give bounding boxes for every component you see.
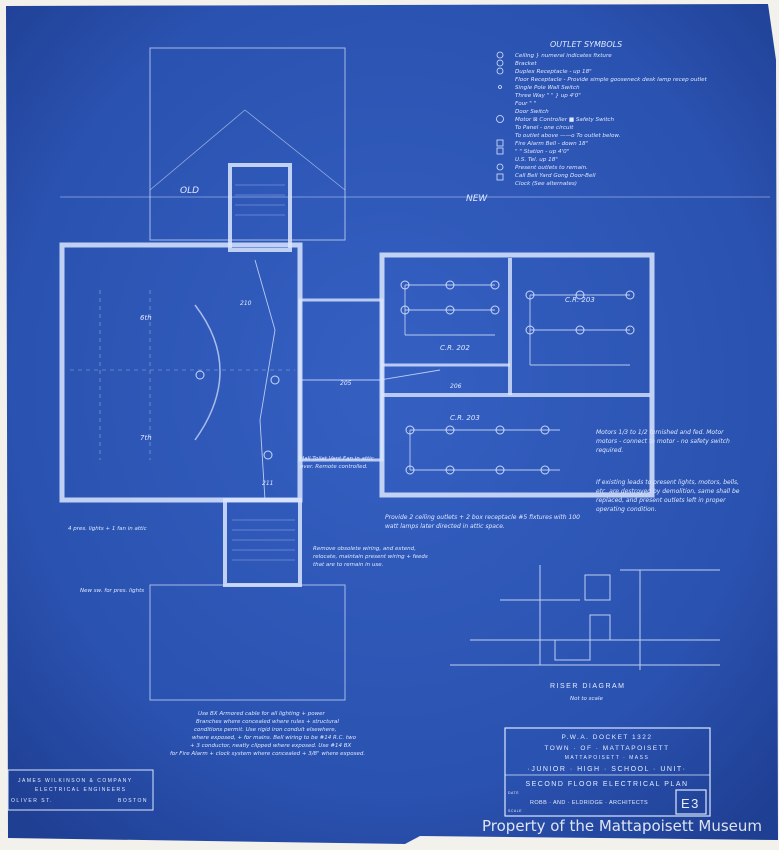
legend-item: Door Switch bbox=[515, 109, 549, 115]
legend-item: Three Way " " } up 4'0" bbox=[515, 93, 581, 99]
note-attic: 4 pres. lights + 1 fan in attic bbox=[68, 526, 147, 532]
note-cable-line: for Fire Alarm + clock system where conc… bbox=[170, 751, 365, 757]
old-building-outline bbox=[149, 47, 346, 241]
paper bbox=[6, 4, 778, 844]
legend-item: Motor ⊠ Controller ■ Safety Switch bbox=[515, 117, 615, 123]
legend-item: Duplex Receptacle - up 18" bbox=[515, 69, 592, 75]
note-remove: Remove obsolete wiring, and extend, relo… bbox=[313, 546, 428, 568]
note-cable-line: Branches where concealed where rules + s… bbox=[196, 719, 339, 725]
legend-item: To Panel - one circuit bbox=[515, 125, 574, 131]
room-label: 206 bbox=[450, 383, 462, 390]
title-block-border bbox=[504, 727, 711, 817]
right-wing bbox=[379, 252, 655, 498]
note-toilet-fan: Hall Toilet Vent Fan in attic over. Remo… bbox=[300, 456, 374, 470]
room-label: 6th bbox=[140, 314, 152, 322]
legend-item: Floor Receptacle - Provide simple goosen… bbox=[515, 77, 708, 83]
room-label: 210 bbox=[240, 300, 252, 307]
upper-stair bbox=[228, 163, 292, 252]
legend-item: Clock (See alternates) bbox=[515, 181, 577, 187]
engineer-title: ELECTRICAL ENGINEERS bbox=[35, 787, 127, 793]
engineer-city: BOSTON bbox=[118, 798, 148, 804]
floor-plan bbox=[7, 47, 770, 817]
legend-item: Ceiling } numeral indicates fixture bbox=[515, 53, 612, 59]
room-label: C.R. 203 bbox=[565, 296, 595, 304]
legend-item: Single Pole Wall Switch bbox=[515, 85, 580, 91]
legend-item: To outlet above ——o To outlet below. bbox=[515, 133, 621, 139]
scale-label: SCALE bbox=[508, 809, 522, 813]
state: MATTAPOISETT · MASS bbox=[565, 755, 650, 761]
legend-item: " " Station - up 4'0" bbox=[515, 149, 570, 155]
riser-diagram-drawing bbox=[450, 565, 720, 670]
engineer-box: JAMES WILKINSON & COMPANY ELECTRICAL ENG… bbox=[11, 778, 148, 804]
room-label: C.R. 203 bbox=[450, 414, 480, 422]
date-label: DATE bbox=[508, 791, 519, 795]
engineer-box-border bbox=[7, 769, 154, 811]
legend-item: Present outlets to remain. bbox=[515, 165, 588, 171]
legend-item: Fire Alarm Bell - down 18" bbox=[515, 141, 589, 147]
legend-item: Bracket bbox=[515, 61, 537, 67]
room-label: 211 bbox=[262, 480, 273, 487]
legend-item: Four " " bbox=[515, 101, 537, 107]
note-cable-line: Use BX Armored cable for all lighting + … bbox=[198, 711, 326, 717]
notes: Motors 1/3 to 1/2 furnished and fed. Mot… bbox=[68, 429, 740, 757]
old-building-lower bbox=[149, 584, 346, 701]
legend-title: OUTLET SYMBOLS bbox=[550, 40, 622, 49]
note-motors: Motors 1/3 to 1/2 furnished and fed. Mot… bbox=[596, 429, 730, 454]
engineer-street: OLIVER ST. bbox=[11, 798, 53, 804]
note-existing: If existing leads to present lights, mot… bbox=[596, 479, 740, 513]
label-new: NEW bbox=[466, 194, 488, 204]
engineer-name: JAMES WILKINSON & COMPANY bbox=[18, 778, 133, 784]
sheet-title: SECOND FLOOR ELECTRICAL PLAN bbox=[525, 781, 688, 788]
note-ceiling: Provide 2 ceiling outlets + 2 box recept… bbox=[385, 514, 580, 530]
legend-item: U.S. Tel. up 18" bbox=[515, 157, 558, 163]
note-new-switch: New sw. for pres. lights bbox=[80, 588, 144, 594]
docket: P.W.A. DOCKET 1322 bbox=[561, 734, 652, 741]
note-cable-line: where exposed, + for mains. Bell wiring … bbox=[192, 735, 357, 741]
riser-subtitle: Not to scale bbox=[570, 696, 603, 702]
note-cable-line: + 3 conductor, neatly clipped where expo… bbox=[190, 743, 352, 749]
sheet-number: E3 bbox=[681, 796, 700, 811]
room-label: C.R. 202 bbox=[440, 344, 470, 352]
label-old: OLD bbox=[180, 186, 199, 196]
note-cable-line: conditions permit. Use rigid iron condui… bbox=[194, 727, 337, 733]
architects: ROBB · AND · ELDRIDGE · ARCHITECTS bbox=[530, 800, 648, 806]
riser-title: RISER DIAGRAM bbox=[550, 683, 626, 690]
project-name: ·JUNIOR · HIGH · SCHOOL · UNIT· bbox=[527, 766, 686, 773]
room-label: 205 bbox=[340, 380, 352, 387]
title-block: P.W.A. DOCKET 1322 TOWN · OF · MATTAPOIS… bbox=[508, 734, 700, 813]
town: TOWN · OF · MATTAPOISETT bbox=[544, 745, 669, 752]
outlet-symbols-legend: OUTLET SYMBOLS Ceiling } numeral indicat… bbox=[496, 40, 708, 187]
room-label: 7th bbox=[140, 434, 152, 442]
watermark: Property of the Mattapoisett Museum bbox=[482, 817, 762, 835]
legend-item: Call Bell Yard Gong Door-Bell bbox=[515, 173, 596, 179]
